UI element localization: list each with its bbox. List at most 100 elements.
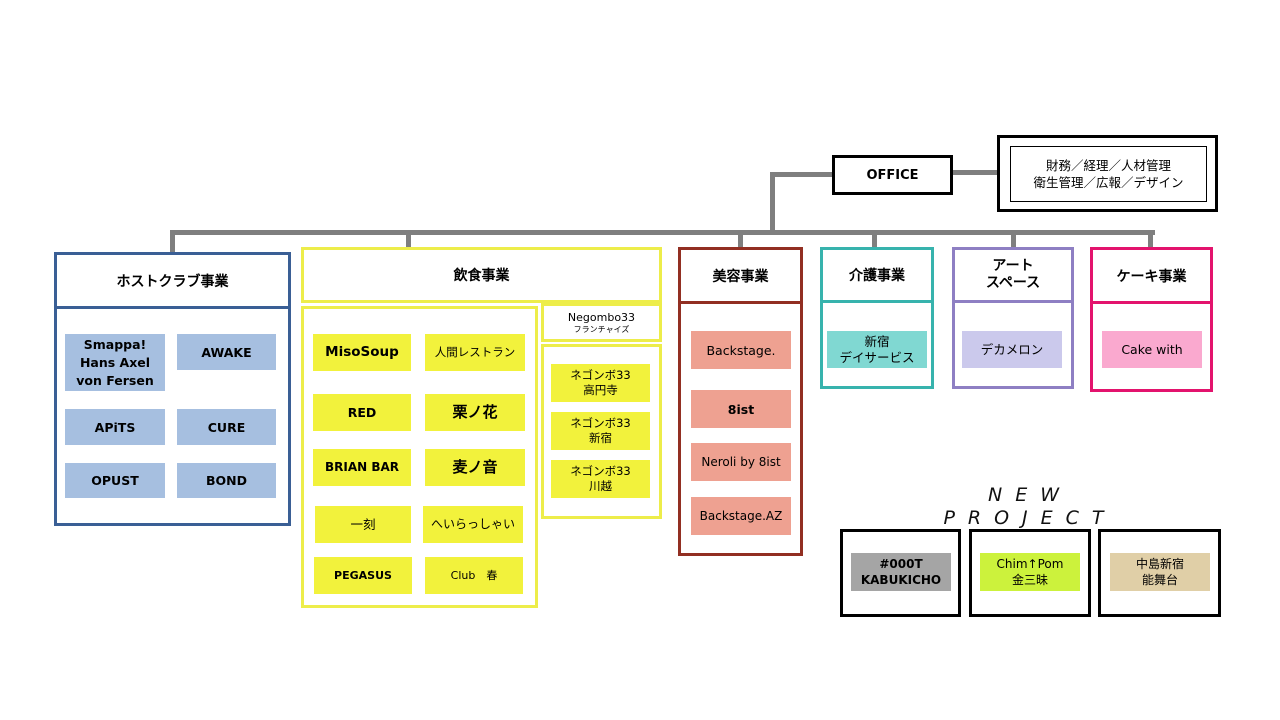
beauty-shop-backstage: Backstage. [691,331,791,369]
food-shop-muginone: 麦ノ音 [425,449,525,486]
cake-shop-cake-with: Cake with [1102,331,1202,368]
new-project-kabukicho-line1: #000T [879,557,923,571]
host-club-awake-label: AWAKE [201,344,252,360]
food-shop-club-haru-label: Club 春 [450,569,498,582]
franchise-shop-koenji: ネゴンボ33 高円寺 [551,364,650,402]
host-division-title: ホストクラブ事業 [54,252,291,309]
host-title-text: ホストクラブ事業 [116,273,229,290]
new-project-box-chimpom [969,529,1091,617]
food-shop-misosoup: MisoSoup [313,334,411,371]
new-project-chimpom-line2: 金三昧 [1011,573,1048,587]
office-box: OFFICE [832,155,953,195]
food-shop-heirasshai-label: へいらっしゃい [430,517,515,531]
new-project-box-kabukicho [840,529,961,617]
new-project-title: NEW PROJECT [905,484,1155,529]
franchise-shop-koenji-line2: 高円寺 [583,383,618,397]
connector-office-arm [770,172,834,177]
food-shop-pegasus: PEGASUS [314,557,412,594]
food-shop-muginone-label: 麦ノ音 [452,458,498,476]
new-project-noh-stage: 中島新宿 能舞台 [1110,553,1210,591]
care-shop-line2: デイサービス [839,349,915,365]
beauty-shop-backstage-az: Backstage.AZ [691,497,791,535]
food-shop-red-label: RED [347,405,377,420]
food-shop-ikkoku-label: 一刻 [350,517,376,532]
host-club-smappa-line3: von Fersen [76,372,154,388]
cake-division-title: ケーキ事業 [1090,247,1213,304]
food-shop-heirasshai: へいらっしゃい [423,506,523,543]
food-shop-ningen-restaurant-label: 人間レストラン [434,345,516,359]
connector-drop-beauty [738,230,743,248]
art-division-title: アート スペース [952,247,1074,303]
franchise-title-text: Negombo33 [567,310,636,324]
franchise-shop-kawagoe-line2: 川越 [589,479,612,493]
host-club-apits: APiTS [65,409,165,445]
beauty-shop-neroli: Neroli by 8ist [691,443,791,481]
franchise-title: Negombo33 フランチャイズ [541,303,662,342]
food-shop-kurinohana: 栗ノ花 [425,394,525,431]
cake-title-text: ケーキ事業 [1116,268,1187,285]
connector-drop-host [170,230,175,254]
food-shop-brian-bar-label: BRIAN BAR [324,460,400,474]
host-club-opust: OPUST [65,463,165,498]
admin-functions: 財務／経理／人材管理 衛生管理／広報／デザイン [1010,146,1207,202]
art-space-decameron-label: デカメロン [980,342,1044,357]
food-shop-club-haru: Club 春 [425,557,523,594]
host-club-smappa-line2: Hans Axel [79,354,151,370]
food-shop-pegasus-label: PEGASUS [334,569,392,582]
cake-shop-cake-with-label: Cake with [1121,342,1183,357]
food-shops-panel [301,306,538,608]
connector-office-admin [952,170,999,175]
franchise-shop-koenji-line1: ネゴンボ33 [570,368,631,382]
connector-office-stem [770,174,775,234]
host-club-cure: CURE [177,409,276,445]
connector-drop-food [406,230,411,248]
host-club-bond: BOND [177,463,276,498]
franchise-shop-shinjuku: ネゴンボ33 新宿 [551,412,650,450]
admin-line-1: 財務／経理／人材管理 [1045,158,1171,173]
beauty-division-title: 美容事業 [678,247,803,304]
connector-drop-care [872,230,877,248]
franchise-shop-kawagoe-line1: ネゴンボ33 [570,464,631,478]
franchise-shop-shinjuku-line2: 新宿 [589,431,612,445]
food-shop-kurinohana-label: 栗ノ花 [452,403,498,421]
care-division-title: 介護事業 [820,247,934,303]
new-project-noh-stage-line1: 中島新宿 [1135,557,1184,571]
host-club-apits-label: APiTS [94,419,136,435]
new-project-chimpom-line1: Chim↑Pom [996,557,1064,571]
food-title-text: 飲食事業 [453,268,510,284]
art-title-line2: スペース [985,275,1041,291]
beauty-shop-backstage-label: Backstage. [706,342,776,358]
admin-box [997,135,1218,212]
new-project-box-noh-stage [1098,529,1221,617]
art-space-decameron: デカメロン [962,331,1062,368]
host-club-awake: AWAKE [177,334,276,370]
host-club-smappa-line1: Smappa! [83,336,147,352]
connector-drop-art [1011,230,1016,248]
host-club-smappa: Smappa! Hans Axel von Fersen [65,334,165,391]
beauty-shop-8ist-label: 8ist [727,401,755,417]
beauty-shop-backstage-az-label: Backstage.AZ [699,508,783,523]
food-shop-ningen-restaurant: 人間レストラン [425,334,525,371]
new-project-noh-stage-line2: 能舞台 [1141,573,1178,587]
office-label: OFFICE [866,167,919,183]
new-project-chimpom: Chim↑Pom 金三昧 [980,553,1080,591]
franchise-shop-kawagoe: ネゴンボ33 川越 [551,460,650,498]
food-division-title: 飲食事業 [301,247,662,303]
new-project-kabukicho-line2: KABUKICHO [860,573,942,587]
food-shop-misosoup-label: MisoSoup [325,344,399,360]
beauty-shop-neroli-label: Neroli by 8ist [701,454,781,469]
art-title-line1: アート [992,258,1034,274]
food-shop-ikkoku: 一刻 [315,506,411,543]
beauty-title-text: 美容事業 [712,268,769,285]
host-club-opust-label: OPUST [91,473,139,488]
host-club-bond-label: BOND [206,473,247,488]
connector-main-bar [170,230,1155,235]
care-shop-line1: 新宿 [864,333,890,349]
new-project-kabukicho: #000T KABUKICHO [851,553,951,591]
new-project-title-text: NEW PROJECT [943,483,1117,529]
franchise-shops-panel [541,344,662,519]
care-title-text: 介護事業 [849,268,905,284]
connector-drop-cake [1148,230,1153,248]
food-shop-brian-bar: BRIAN BAR [313,449,411,486]
care-shop-shinjuku-day-service: 新宿 デイサービス [827,331,927,368]
